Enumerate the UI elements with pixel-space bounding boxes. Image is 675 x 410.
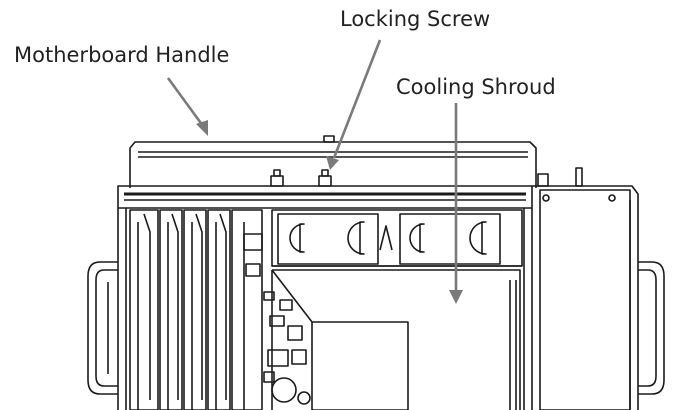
cooling-shroud-label: Cooling Shroud bbox=[396, 75, 556, 99]
callout-arrows bbox=[166, 39, 463, 304]
fan-right-b bbox=[469, 221, 487, 255]
fan-left-a bbox=[289, 223, 305, 253]
motherboard-handle-label: Motherboard Handle bbox=[14, 43, 230, 67]
fan-bay bbox=[271, 209, 523, 267]
motherboard-components bbox=[243, 233, 517, 410]
fan-left-b bbox=[347, 221, 365, 255]
expansion-cards bbox=[129, 209, 263, 410]
top-rail bbox=[117, 185, 533, 209]
fan-right-a bbox=[409, 223, 425, 253]
chassis-body bbox=[117, 208, 533, 410]
divider-prong bbox=[379, 225, 393, 251]
power-supply bbox=[532, 167, 639, 410]
locking-screw-label: Locking Screw bbox=[340, 7, 491, 31]
left-handle bbox=[87, 261, 118, 395]
right-handle bbox=[638, 261, 665, 395]
locking-screw-part bbox=[318, 169, 332, 187]
cooling-shroud-part bbox=[271, 269, 521, 410]
thumb-screw bbox=[270, 169, 284, 187]
